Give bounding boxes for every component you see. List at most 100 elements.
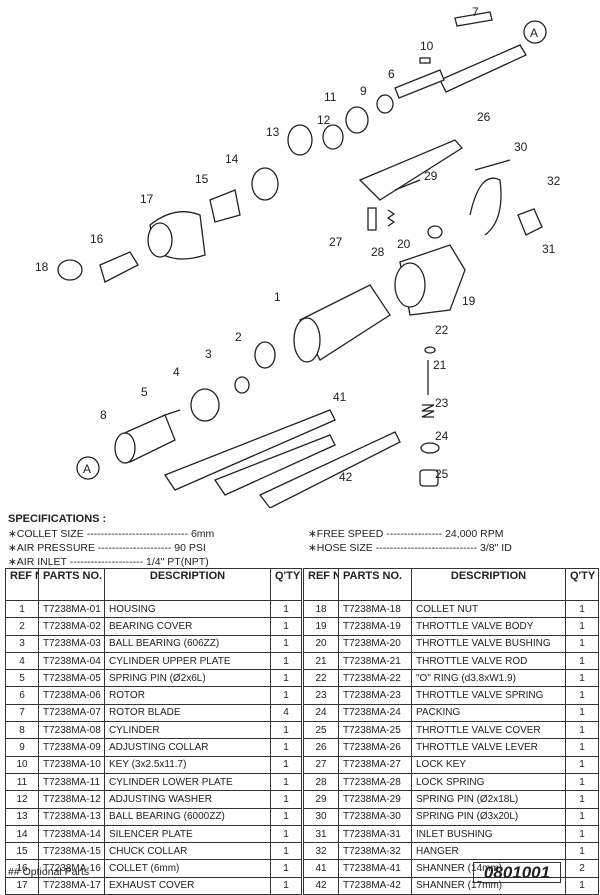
- cell-qty: 1: [270, 738, 303, 757]
- cell-ref-no: 2: [5, 617, 39, 636]
- cell-parts-no: T7238MA-22: [338, 669, 412, 688]
- cell-ref-no: 26: [301, 738, 339, 757]
- cell-description: SPRING PIN (Ø3x20L): [411, 807, 566, 826]
- cell-ref-no: 22: [301, 669, 339, 688]
- cell-description: BALL BEARING (606ZZ): [104, 634, 271, 653]
- cell-parts-no: T7238MA-17: [38, 876, 105, 895]
- cell-qty: 4: [270, 703, 303, 723]
- cell-ref-no: 5: [5, 669, 39, 688]
- cell-qty: 1: [270, 755, 303, 774]
- cell-parts-no: T7238MA-18: [338, 599, 412, 619]
- cell-parts-no: T7238MA-11: [38, 772, 105, 792]
- cell-description: CYLINDER: [104, 721, 271, 740]
- cell-description: HOUSING: [104, 599, 271, 619]
- cell-parts-no: T7238MA-41: [338, 859, 412, 878]
- cell-qty: 1: [270, 859, 303, 878]
- part-callout-label: 41: [333, 390, 347, 404]
- part-callout-label: 4: [173, 365, 180, 379]
- cell-ref-no: 18: [301, 599, 339, 619]
- cell-ref-no: 10: [5, 755, 39, 774]
- optional-parts-note: ## Optional Parts: [8, 866, 90, 878]
- cell-qty: 1: [565, 842, 599, 861]
- cell-parts-no: T7238MA-05: [38, 669, 105, 688]
- part-callout-label: 18: [35, 260, 49, 274]
- cell-ref-no: 24: [301, 703, 339, 723]
- cell-description: CHUCK COLLAR: [104, 842, 271, 861]
- cell-ref-no: 4: [5, 651, 39, 671]
- part-callout-label: 31: [542, 242, 556, 256]
- part-callout-label: A: [83, 462, 91, 476]
- part-callout-label: 8: [100, 408, 107, 422]
- cell-description: LOCK KEY: [411, 755, 566, 774]
- part-callout-label: 16: [90, 232, 104, 246]
- cell-description: CYLINDER UPPER PLATE: [104, 651, 271, 671]
- spec-air-pressure: ∗AIR PRESSURE --------------------- 90 P…: [8, 542, 206, 554]
- cell-description: KEY (3x2.5x11.7): [104, 755, 271, 774]
- part-callout-label: 14: [225, 152, 239, 166]
- cell-ref-no: 3: [5, 634, 39, 653]
- cell-qty: 1: [270, 686, 303, 705]
- cell-description: COLLET NUT: [411, 599, 566, 619]
- cell-parts-no: T7238MA-01: [38, 599, 105, 619]
- cell-parts-no: T7238MA-27: [338, 755, 412, 774]
- cell-ref-no: 13: [5, 807, 39, 826]
- spec-collet-size: ∗COLLET SIZE ---------------------------…: [8, 528, 215, 540]
- cell-parts-no: T7238MA-19: [338, 617, 412, 636]
- cell-description: BALL BEARING (6000ZZ): [104, 807, 271, 826]
- cell-description: THROTTLE VALVE SPRING: [411, 686, 566, 705]
- cell-parts-no: T7238MA-26: [338, 738, 412, 757]
- cell-description: SILENCER PLATE: [104, 824, 271, 844]
- part-callout-label: 32: [547, 174, 561, 188]
- part-callout-label: 29: [424, 169, 438, 183]
- cell-qty: 1: [270, 599, 303, 619]
- part-callout-label: 11: [324, 90, 337, 104]
- cell-qty: 1: [565, 876, 599, 895]
- cell-description: HANGER: [411, 842, 566, 861]
- cell-description: THROTTLE VALVE BUSHING: [411, 634, 566, 653]
- part-callout-label: 9: [360, 84, 367, 98]
- cell-parts-no: T7238MA-42: [338, 876, 412, 895]
- header-ref-no: REF NO.: [5, 568, 39, 601]
- table-header: REF NO. PARTS NO. DESCRIPTION Q'TY REF N…: [5, 568, 599, 601]
- cell-parts-no: T7238MA-14: [38, 824, 105, 844]
- cell-ref-no: 27: [301, 755, 339, 774]
- cell-qty: 1: [270, 634, 303, 653]
- cell-description: BEARING COVER: [104, 617, 271, 636]
- cell-parts-no: T7238MA-29: [338, 790, 412, 809]
- part-callout-label: 20: [397, 237, 411, 251]
- cell-description: THROTTLE VALVE ROD: [411, 651, 566, 671]
- cell-parts-no: T7238MA-12: [38, 790, 105, 809]
- cell-ref-no: 30: [301, 807, 339, 826]
- cell-qty: 1: [270, 651, 303, 671]
- part-callout-label: 42: [339, 470, 353, 484]
- cell-ref-no: 8: [5, 721, 39, 740]
- header-parts-no: PARTS NO.: [38, 568, 105, 601]
- cell-qty: 1: [565, 669, 599, 688]
- cell-description: ADJUSTING COLLAR: [104, 738, 271, 757]
- cell-ref-no: 20: [301, 634, 339, 653]
- cell-parts-no: T7238MA-02: [38, 617, 105, 636]
- part-callout-label: 5: [141, 385, 148, 399]
- header-parts-no: PARTS NO.: [338, 568, 412, 601]
- cell-qty: 1: [565, 824, 599, 844]
- cell-qty: 1: [565, 721, 599, 740]
- cell-description: SPRING PIN (Ø2x18L): [411, 790, 566, 809]
- document-code: 0801001: [473, 862, 561, 883]
- cell-parts-no: T7238MA-07: [38, 703, 105, 723]
- cell-ref-no: 11: [5, 772, 39, 792]
- cell-parts-no: T7238MA-23: [338, 686, 412, 705]
- part-callout-label: 21: [433, 358, 447, 372]
- part-callout-label: 10: [420, 39, 434, 53]
- cell-parts-no: T7238MA-04: [38, 651, 105, 671]
- part-callout-label: 22: [435, 323, 449, 337]
- cell-parts-no: T7238MA-32: [338, 842, 412, 861]
- cell-parts-no: T7238MA-28: [338, 772, 412, 792]
- cell-qty: 1: [270, 807, 303, 826]
